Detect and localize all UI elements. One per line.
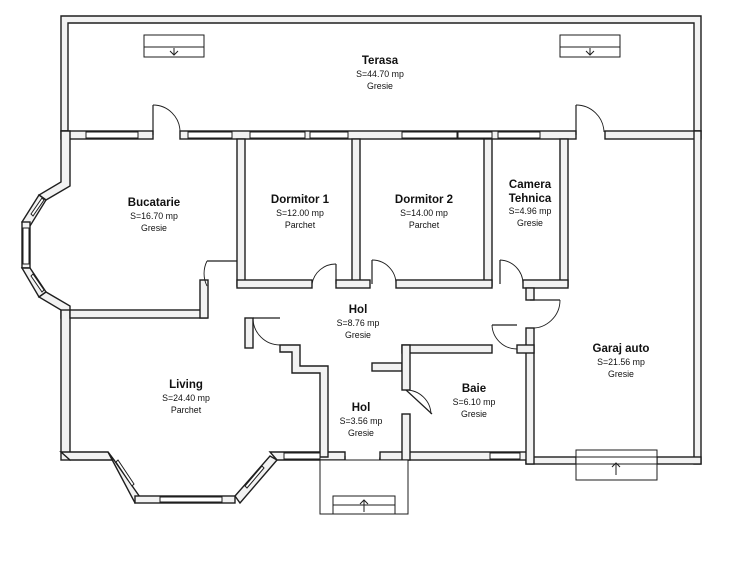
room-area: S=14.00 mp [400,208,448,218]
room-living: Living S=24.40 mp Parchet [162,379,210,415]
room-bucatarie: Bucatarie S=16.70 mp Gresie [128,197,180,233]
room-name: Living [169,379,203,391]
door-swing-icon [491,324,518,350]
door-swing-icon [252,317,281,346]
room-finish: Gresie [367,81,393,91]
window-icon [249,131,306,139]
room-hol-mic: Hol S=3.56 mp Gresie [340,402,383,438]
room-baie: Baie S=6.10 mp Gresie [453,383,496,419]
room-area: S=21.56 mp [597,357,645,367]
window-icon [283,452,321,460]
room-dormitor-2: Dormitor 2 S=14.00 mp Parchet [395,194,453,230]
room-terasa: Terasa S=44.70 mp Gresie [356,55,404,91]
door-swing-icon [499,259,524,285]
stair-up-arrow-icon [333,499,395,512]
room-area: S=16.70 mp [130,211,178,221]
room-finish: Parchet [285,220,316,230]
stair-down-arrow-icon [559,34,621,58]
room-finish: Gresie [345,330,371,340]
window-icon [489,452,521,460]
room-garaj-auto: Garaj auto S=21.56 mp Gresie [593,343,650,379]
garage-door [575,449,658,481]
room-finish: Gresie [348,428,374,438]
door-swing-icon [575,104,605,135]
window-icon [401,131,458,139]
room-dormitor-1: Dormitor 1 S=12.00 mp Parchet [271,194,330,230]
room-finish: Gresie [517,218,543,228]
room-name: Terasa [362,55,399,67]
room-name-line-1: Camera [509,179,552,191]
window-icon [187,131,233,139]
door-swing-icon [203,260,237,287]
window-icon [309,131,349,139]
door-swing-icon [405,389,433,415]
door-swing-icon [529,299,561,329]
entrance-steps [319,459,409,515]
room-name: Dormitor 2 [395,194,453,206]
windows [22,131,541,503]
room-finish: Parchet [171,405,202,415]
room-name: Bucatarie [128,197,180,209]
door-swing-icon [311,263,337,285]
room-finish: Parchet [409,220,440,230]
window-icon [457,131,493,139]
room-area: S=8.76 mp [337,318,380,328]
room-name-line-2: Tehnica [509,193,552,205]
window-icon [22,227,30,265]
door-swing-icon [371,259,397,285]
room-name: Dormitor 1 [271,194,330,206]
room-area: S=24.40 mp [162,393,210,403]
room-name: Garaj auto [593,343,650,355]
room-area: S=4.96 mp [509,206,552,216]
door-swing-icon [152,104,181,135]
doors [152,104,605,489]
stair-down-arrow-icon [143,34,205,58]
interior-walls [69,138,569,465]
room-name: Hol [349,304,368,316]
room-finish: Gresie [608,369,634,379]
room-hol-mare: Hol S=8.76 mp Gresie [337,304,380,340]
room-area: S=6.10 mp [453,397,496,407]
room-area: S=12.00 mp [276,208,324,218]
room-camera-tehnica: Camera Tehnica S=4.96 mp Gresie [509,179,552,228]
room-name: Hol [352,402,371,414]
room-finish: Gresie [461,409,487,419]
room-area: S=3.56 mp [340,416,383,426]
stair-up-arrow-icon [611,462,621,475]
room-finish: Gresie [141,223,167,233]
room-name: Baie [462,383,486,395]
room-area: S=44.70 mp [356,69,404,79]
window-icon [159,496,223,503]
window-icon [497,131,541,139]
window-icon [85,131,139,139]
